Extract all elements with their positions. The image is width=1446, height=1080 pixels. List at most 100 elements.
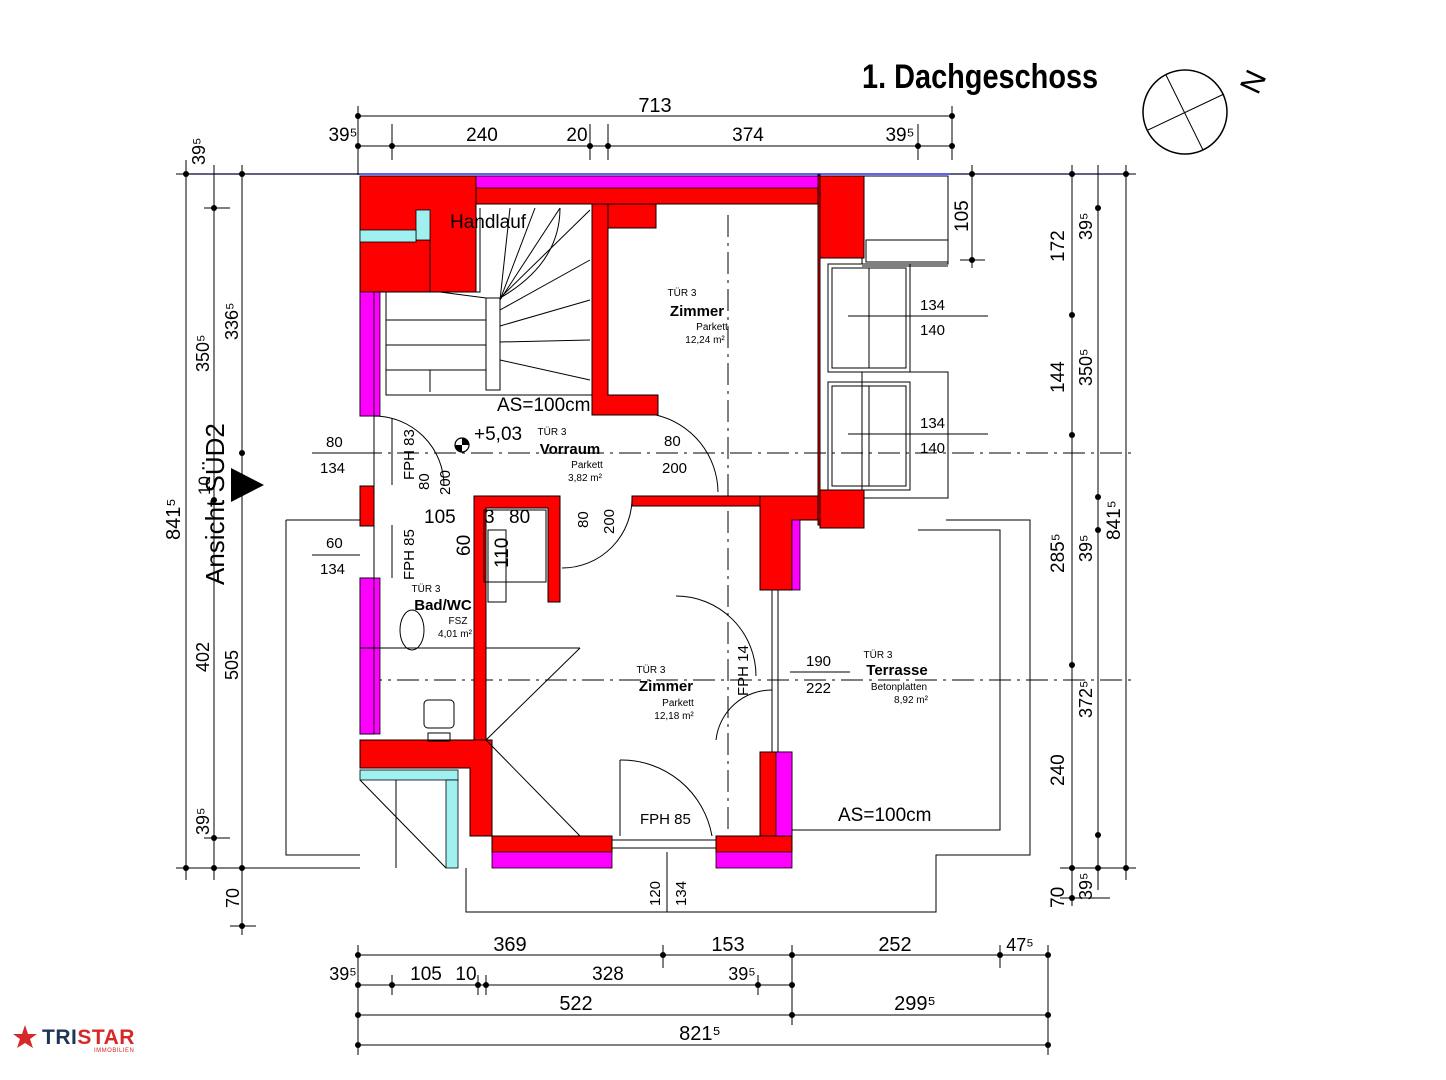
dim-bottom-5: 39⁵ bbox=[329, 964, 356, 984]
room2-name: Vorraum bbox=[540, 441, 601, 458]
dim-top-5: 39⁵ bbox=[885, 125, 914, 146]
terrace-door-w: 190 bbox=[806, 653, 831, 670]
logo-brand-b: STAR bbox=[77, 1026, 135, 1049]
dim-bottom-11: 299⁵ bbox=[894, 993, 936, 1015]
plan-title: 1. Dachgeschoss bbox=[862, 58, 1099, 96]
door-vz-h: 200 bbox=[662, 460, 687, 477]
dim-right-9: 39⁵ bbox=[1076, 535, 1096, 562]
door-vz-w: 80 bbox=[664, 433, 681, 450]
company-logo: TRISTAR IMMOBILIEN bbox=[12, 1022, 142, 1062]
bath-dim-3: 80 bbox=[509, 507, 530, 528]
door-lower-h: 200 bbox=[601, 509, 618, 534]
room5-name: Terrasse bbox=[866, 662, 927, 679]
fph-85-left: FPH 85 bbox=[401, 529, 418, 580]
level-label: +5,03 bbox=[474, 424, 522, 445]
room5-area: 8,92 m² bbox=[894, 695, 929, 706]
fph-83: FPH 83 bbox=[401, 429, 418, 480]
bottom-window-h: 134 bbox=[673, 881, 690, 906]
room3-area: 4,01 m² bbox=[438, 629, 473, 640]
room3-name: Bad/WC bbox=[414, 597, 472, 614]
dim-left-5: 402 bbox=[193, 642, 213, 672]
dim-right-2: 172 bbox=[1048, 230, 1069, 262]
dim-right-6: 70 bbox=[1048, 887, 1069, 908]
door-lower-w: 80 bbox=[575, 511, 592, 528]
win1-w: 134 bbox=[920, 297, 945, 314]
star-logo-icon bbox=[13, 1025, 37, 1048]
bath-dim-1: 105 bbox=[424, 507, 456, 528]
dim-bottom-3: 252 bbox=[878, 934, 911, 956]
view-label: Ansicht SÜD2 bbox=[200, 423, 230, 585]
win2-w: 134 bbox=[920, 415, 945, 432]
dim-left-2: 841⁵ bbox=[163, 498, 185, 540]
dim-bottom-8: 328 bbox=[592, 964, 624, 985]
dim-left-8: 505 bbox=[222, 650, 242, 680]
insulation bbox=[359, 175, 819, 869]
room1-floor: Parkett bbox=[696, 322, 728, 333]
room1-name: Zimmer bbox=[670, 303, 724, 320]
bath-dim-2: 3 bbox=[484, 507, 495, 528]
room5-floor: Betonplatten bbox=[871, 682, 927, 693]
logo-sub: IMMOBILIEN bbox=[94, 1048, 135, 1054]
dim-top-3: 20 bbox=[566, 125, 587, 146]
room5-unit: TÜR 3 bbox=[864, 649, 893, 661]
window-top bbox=[827, 263, 988, 491]
bath-dim-4: 60 bbox=[454, 535, 475, 556]
dim-left-4: 350⁵ bbox=[193, 335, 213, 373]
door-left2-w: 60 bbox=[326, 535, 343, 552]
handrail-label: Handlauf bbox=[450, 212, 527, 233]
fph-14: FPH 14 bbox=[735, 645, 752, 696]
door-left2-h: 134 bbox=[320, 561, 345, 578]
dim-bottom-10: 522 bbox=[559, 993, 592, 1015]
terrace-clear-height: AS=100cm bbox=[838, 805, 931, 826]
win1-h: 140 bbox=[920, 322, 945, 339]
dim-top-total: 713 bbox=[638, 95, 671, 117]
room4-area: 12,18 m² bbox=[654, 711, 694, 722]
dim-bottom-12: 821⁵ bbox=[679, 1023, 721, 1045]
dim-left-7: 336⁵ bbox=[222, 303, 242, 341]
room1-unit: TÜR 3 bbox=[668, 287, 697, 299]
bath-dim-5: 110 bbox=[492, 538, 513, 568]
staircase bbox=[385, 207, 592, 396]
dim-top-1: 39⁵ bbox=[328, 125, 357, 146]
dim-left-3: 70 bbox=[223, 888, 243, 908]
north-label: N bbox=[1234, 65, 1273, 99]
dim-right-7: 39⁵ bbox=[1076, 213, 1096, 240]
dim-bottom-2: 153 bbox=[711, 934, 744, 956]
dim-right-11: 39⁵ bbox=[1076, 873, 1096, 900]
door-left1-w: 80 bbox=[326, 434, 343, 451]
dim-right-3: 144 bbox=[1048, 361, 1069, 393]
dim-right-4: 285⁵ bbox=[1048, 533, 1069, 573]
view-arrow-icon bbox=[231, 468, 264, 502]
dim-bottom-9: 39⁵ bbox=[728, 964, 755, 984]
dim-left-1: 39⁵ bbox=[189, 138, 209, 165]
logo-brand: TRISTAR bbox=[42, 1026, 135, 1050]
room4-unit: TÜR 3 bbox=[637, 664, 666, 676]
dim-right-8: 350⁵ bbox=[1076, 349, 1096, 387]
bath-dim-6: 80 bbox=[416, 473, 433, 490]
logo-brand-a: TRI bbox=[42, 1026, 78, 1049]
dim-right-1: 105 bbox=[952, 200, 973, 232]
north-arrow-icon: N bbox=[1142, 65, 1273, 155]
room2-floor: Parkett bbox=[571, 460, 603, 471]
room4-name: Zimmer bbox=[639, 678, 693, 695]
dim-bottom-6: 105 bbox=[410, 964, 442, 985]
bottom-window-w: 120 bbox=[647, 881, 664, 906]
room1-area: 12,24 m² bbox=[685, 335, 725, 346]
view-label-overlay: 10 bbox=[195, 476, 214, 495]
room2-area: 3,82 m² bbox=[568, 473, 603, 484]
stair-clear-height: AS=100cm bbox=[497, 395, 590, 416]
dim-right-10: 372⁵ bbox=[1076, 681, 1096, 719]
room2-unit: TÜR 3 bbox=[538, 426, 567, 438]
terrace-door-h: 222 bbox=[806, 680, 831, 697]
dim-right-12: 841⁵ bbox=[1104, 500, 1125, 540]
room3-floor: FSZ bbox=[449, 616, 468, 627]
dim-right-5: 240 bbox=[1048, 754, 1069, 786]
dim-bottom-7: 10 bbox=[455, 964, 476, 985]
bath-dim-7: 200 bbox=[437, 470, 454, 495]
room3-unit: TÜR 3 bbox=[412, 583, 441, 595]
level-marker-icon bbox=[454, 437, 470, 453]
dim-bottom-1: 369 bbox=[493, 934, 526, 956]
dim-top-2: 240 bbox=[466, 125, 498, 146]
dim-left-6: 39⁵ bbox=[193, 808, 213, 835]
